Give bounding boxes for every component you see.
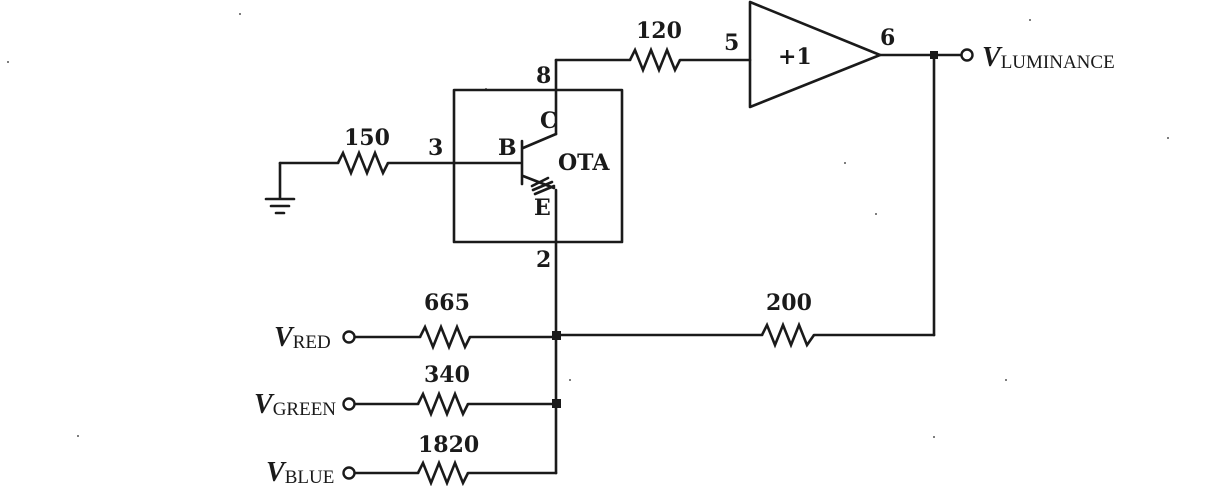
resistor-120-label: 120 [636, 18, 682, 44]
ota-base-label: B [498, 135, 517, 161]
input-red-terminal [342, 330, 356, 344]
pin-2-label: 2 [536, 247, 551, 273]
input-green-terminal [342, 397, 356, 411]
resistor-340-label: 340 [424, 362, 470, 388]
input-blue-label: VBLUE [266, 457, 334, 486]
ota-emitter-label: E [534, 195, 551, 221]
resistor-1820 [416, 459, 470, 486]
ground-symbol [264, 161, 296, 215]
input-blue-terminal [342, 466, 356, 480]
resistor-340 [416, 390, 470, 418]
resistor-665-label: 665 [424, 290, 470, 316]
input-red-label: VRED [274, 322, 331, 353]
resistor-150-label: 150 [344, 125, 390, 151]
resistor-665 [418, 323, 472, 351]
output-label: VLUMINANCE [982, 42, 1115, 73]
resistor-200 [760, 321, 816, 349]
ota-name-label: OTA [558, 150, 610, 176]
resistor-200-label: 200 [766, 290, 812, 316]
pin-6-label: 6 [880, 25, 895, 51]
resistor-120 [628, 46, 682, 74]
pin-3-label: 3 [428, 135, 443, 161]
pin-5-label: 5 [724, 30, 739, 56]
pin-8-label: 8 [536, 63, 551, 89]
resistor-1820-label: 1820 [418, 432, 479, 458]
ota-transistor-symbol [520, 58, 558, 337]
input-green-label: VGREEN [254, 389, 336, 420]
output-terminal [960, 48, 974, 62]
buffer-amplifier [748, 0, 882, 109]
buffer-gain-label: +1 [778, 44, 812, 70]
scan-specks [7, 13, 1169, 438]
ota-package [452, 88, 624, 244]
ota-collector-label: C [540, 108, 558, 134]
resistor-150 [336, 149, 390, 177]
